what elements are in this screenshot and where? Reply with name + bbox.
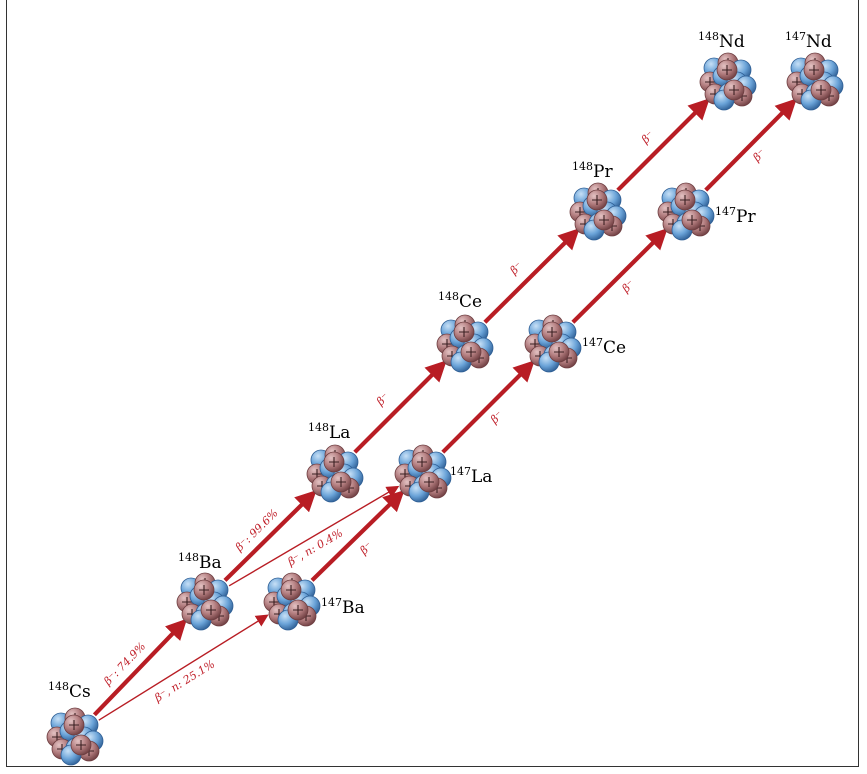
- plus-sign: [199, 585, 209, 595]
- plus-sign: [687, 215, 697, 225]
- plus-sign: [293, 605, 303, 615]
- isotope-label-cs148: 148Cs: [48, 680, 91, 702]
- plus-sign: [547, 327, 557, 337]
- isotope-label-nd147: 147Nd: [785, 30, 832, 52]
- plus-sign: [336, 477, 346, 487]
- decay-label: β⁻: [638, 128, 657, 147]
- mass-number: 147: [715, 205, 736, 218]
- decay-arrow-line: [616, 98, 710, 192]
- nucleus-ba147: [263, 572, 321, 631]
- decay-label: β⁻: [357, 539, 376, 558]
- decay-arrow-line: [704, 98, 797, 192]
- element-symbol: Cs: [69, 682, 91, 702]
- isotope-label-la147: 147La: [450, 465, 492, 487]
- decay-arrow-line: [92, 618, 188, 717]
- nucleus-ba148: [176, 572, 234, 631]
- isotope-labels: 148Cs148Ba147Ba148La147La148Ce147Ce148Pr…: [48, 30, 832, 702]
- mass-number: 148: [572, 160, 593, 173]
- decay-label: β⁻: [507, 259, 526, 278]
- decay-arrow-line: [310, 490, 405, 582]
- plus-sign: [592, 195, 602, 205]
- plus-sign: [554, 347, 564, 357]
- decay-label: β⁻: [750, 146, 769, 165]
- mass-number: 147: [785, 30, 806, 43]
- nucleus-nd148: [699, 52, 757, 111]
- plus-sign: [599, 215, 609, 225]
- nuclei: [46, 52, 844, 766]
- element-symbol: La: [329, 423, 350, 443]
- nucleus-cs148: [46, 707, 104, 766]
- decay-arrow-la148-ce148: β⁻: [353, 360, 447, 454]
- decay-arrow-line: [228, 485, 400, 587]
- nucleus-ce147: [524, 314, 582, 373]
- element-symbol: Pr: [593, 162, 613, 182]
- element-symbol: Nd: [719, 32, 745, 52]
- mass-number: 148: [698, 30, 719, 43]
- element-symbol: Ce: [603, 338, 626, 358]
- mass-number: 148: [438, 290, 459, 303]
- decay-label: β⁻: [619, 277, 638, 296]
- plus-sign: [680, 195, 690, 205]
- plus-sign: [69, 720, 79, 730]
- isotope-label-ba148: 148Ba: [178, 551, 222, 573]
- element-symbol: Ce: [459, 292, 482, 312]
- mass-number: 147: [582, 336, 603, 349]
- decay-label: β⁻: [487, 408, 506, 427]
- mass-number: 148: [308, 421, 329, 434]
- nucleus-pr147: [657, 182, 715, 241]
- isotope-label-pr148: 148Pr: [572, 160, 613, 182]
- decay-arrow-ce148-pr148: β⁻: [483, 228, 580, 324]
- nucleus-ce148: [436, 314, 494, 373]
- decay-arrow-line: [483, 228, 580, 324]
- plus-sign: [816, 85, 826, 95]
- decay-label: β⁻: [373, 390, 392, 409]
- mass-number: 148: [48, 680, 69, 693]
- decay-arrow-pr148-nd148: β⁻: [616, 98, 710, 192]
- decay-arrow-pr147-nd147: β⁻: [704, 98, 797, 192]
- plus-sign: [417, 457, 427, 467]
- element-symbol: Ba: [342, 598, 365, 618]
- plus-sign: [729, 85, 739, 95]
- decay-arrow-line: [571, 228, 668, 324]
- element-symbol: La: [471, 467, 492, 487]
- decay-arrow-la147-ce147: β⁻: [441, 360, 535, 454]
- isotope-label-ba147: 147Ba: [321, 596, 365, 618]
- nucleus-pr148: [569, 182, 627, 241]
- decay-arrow-line: [98, 614, 269, 721]
- decay-arrow-line: [441, 360, 535, 454]
- decay-arrow-ba148-la148: β⁻: 99.6%: [223, 490, 317, 582]
- diagram-frame: [6, 0, 859, 767]
- decay-arrow-ce147-pr147: β⁻: [571, 228, 668, 324]
- element-symbol: Nd: [806, 32, 832, 52]
- decay-arrow-line: [353, 360, 447, 454]
- nucleus-nd147: [786, 52, 844, 111]
- isotope-label-nd148: 148Nd: [698, 30, 745, 52]
- mass-number: 147: [450, 465, 471, 478]
- plus-sign: [206, 605, 216, 615]
- plus-sign: [424, 477, 434, 487]
- isotope-label-ce148: 148Ce: [438, 290, 482, 312]
- mass-number: 147: [321, 596, 342, 609]
- nucleus-la147: [394, 444, 452, 503]
- isotope-label-la148: 148La: [308, 421, 350, 443]
- element-symbol: Pr: [736, 207, 756, 227]
- plus-sign: [329, 457, 339, 467]
- decay-arrow-cs148-ba148: β⁻: 74.9%: [92, 618, 188, 717]
- plus-sign: [76, 740, 86, 750]
- plus-sign: [459, 327, 469, 337]
- nucleus-la148: [306, 444, 364, 503]
- decay-arrow-line: [223, 490, 317, 582]
- plus-sign: [809, 65, 819, 75]
- isotope-label-pr147: 147Pr: [715, 205, 756, 227]
- plus-sign: [722, 65, 732, 75]
- plus-sign: [466, 347, 476, 357]
- plus-sign: [286, 585, 296, 595]
- mass-number: 148: [178, 551, 199, 564]
- element-symbol: Ba: [199, 553, 222, 573]
- isotope-label-ce147: 147Ce: [582, 336, 626, 358]
